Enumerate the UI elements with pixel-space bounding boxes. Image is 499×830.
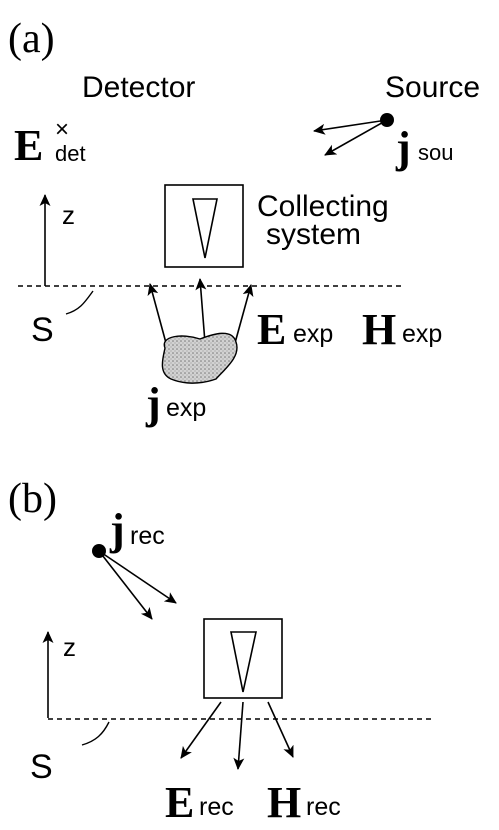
collecting-cone-icon-b [230, 631, 257, 693]
rec-field-arrow-left [180, 701, 222, 759]
field-arrow-left [147, 283, 167, 344]
field-arrow-right [234, 284, 254, 344]
source-arrow-upper [313, 119, 388, 135]
h-exp-symbol: H exp [362, 305, 442, 354]
e-rec-main: E [165, 778, 194, 825]
surface-pointer-a [65, 290, 94, 315]
e-det-superscript: × [55, 116, 69, 143]
e-exp-subscript: exp [293, 320, 333, 348]
e-exp-symbol: E exp [257, 305, 333, 354]
collecting-system-box-b [203, 618, 283, 699]
reciprocal-arrow-upper [98, 550, 177, 604]
panel-a-label: (a) [8, 16, 55, 62]
z-axis-label-a: z [62, 200, 75, 230]
collecting-system-box [164, 184, 244, 268]
j-sou-main: j [395, 123, 411, 172]
panel-b: (b) j rec z S E rec H rec [8, 476, 434, 827]
j-exp-main: j [145, 379, 161, 428]
j-exp-symbol: j exp [145, 379, 206, 428]
e-exp-main: E [257, 305, 286, 354]
z-axis-label-b: z [63, 632, 76, 662]
rec-field-arrow-middle [233, 701, 245, 770]
h-rec-main: H [267, 778, 301, 825]
panel-a: (a) Detector E × det Source j sou z Coll… [8, 16, 480, 428]
e-rec-subscript: rec [199, 793, 234, 821]
rec-field-arrow-right [267, 701, 294, 758]
h-exp-subscript: exp [402, 320, 442, 348]
j-sou-symbol: j sou [395, 123, 453, 172]
detector-label: Detector [82, 71, 195, 104]
e-det-symbol: E × det [14, 116, 86, 170]
j-exp-subscript: exp [166, 394, 206, 422]
j-rec-symbol: j rec [109, 505, 165, 554]
surface-label-a: S [31, 311, 54, 349]
j-sou-subscript: sou [418, 140, 453, 165]
e-rec-symbol: E rec [165, 778, 234, 827]
e-det-subscript: det [55, 141, 86, 166]
surface-label-b: S [30, 748, 53, 786]
j-rec-main: j [109, 505, 125, 554]
h-rec-subscript: rec [306, 793, 341, 821]
h-rec-symbol: H rec [267, 778, 341, 827]
reciprocal-arrow-lower [98, 550, 153, 620]
field-arrow-middle [195, 278, 207, 344]
panel-b-label: (b) [8, 476, 57, 522]
collecting-label-line2: system [266, 218, 361, 251]
e-det-main: E [14, 121, 43, 170]
j-rec-subscript: rec [130, 522, 165, 550]
experimental-source-region [161, 332, 238, 384]
source-arrow-lower [324, 119, 388, 156]
source-label: Source [385, 71, 480, 104]
collecting-label-line1: Collecting [257, 190, 389, 223]
h-exp-main: H [362, 305, 396, 354]
collecting-cone-icon [192, 198, 218, 259]
surface-pointer-b [81, 721, 110, 746]
